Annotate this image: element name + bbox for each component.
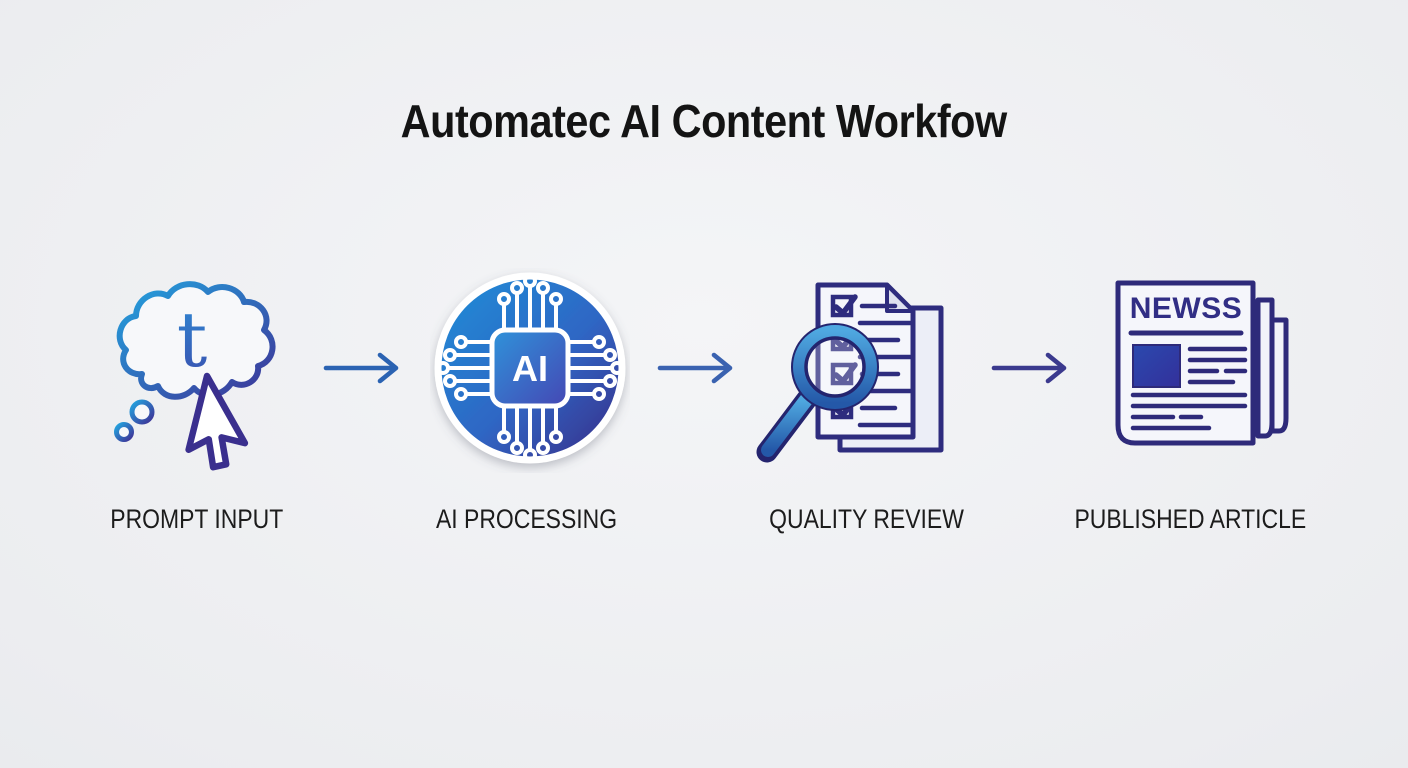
step-label-published-article: PUBLISHED ARTICLE: [1074, 504, 1306, 534]
newspaper-text-lines: [1130, 346, 1248, 431]
page-title: Automatec AI Content Workfow: [0, 94, 1408, 148]
page-title-text: Automatec AI Content Workfow: [400, 95, 1008, 147]
ai-chip-circle-icon: AI: [434, 272, 626, 464]
newspaper-headline: NEWSS: [1130, 292, 1243, 325]
checklist-magnifier-icon: [756, 282, 944, 463]
cursor-icon: [185, 372, 249, 471]
thought-bubble-cursor-icon: t: [114, 281, 276, 471]
step-label-quality-review: QUALITY REVIEW: [769, 504, 965, 534]
flow-arrow-1: [323, 352, 399, 384]
flow-arrow-2: [657, 352, 733, 384]
thought-bubble-icon: t: [114, 281, 276, 442]
flow-arrow-3: [991, 352, 1067, 384]
newspaper-icon: NEWSS: [1115, 280, 1289, 446]
thought-bubble-letter: t: [177, 295, 208, 384]
chip-label: AI: [512, 348, 548, 389]
step-label-ai-processing: AI PROCESSING: [436, 504, 618, 534]
step-label-prompt-input: PROMPT INPUT: [110, 504, 284, 534]
circuit-traces: [436, 274, 624, 462]
magnifier-icon: [756, 323, 879, 463]
